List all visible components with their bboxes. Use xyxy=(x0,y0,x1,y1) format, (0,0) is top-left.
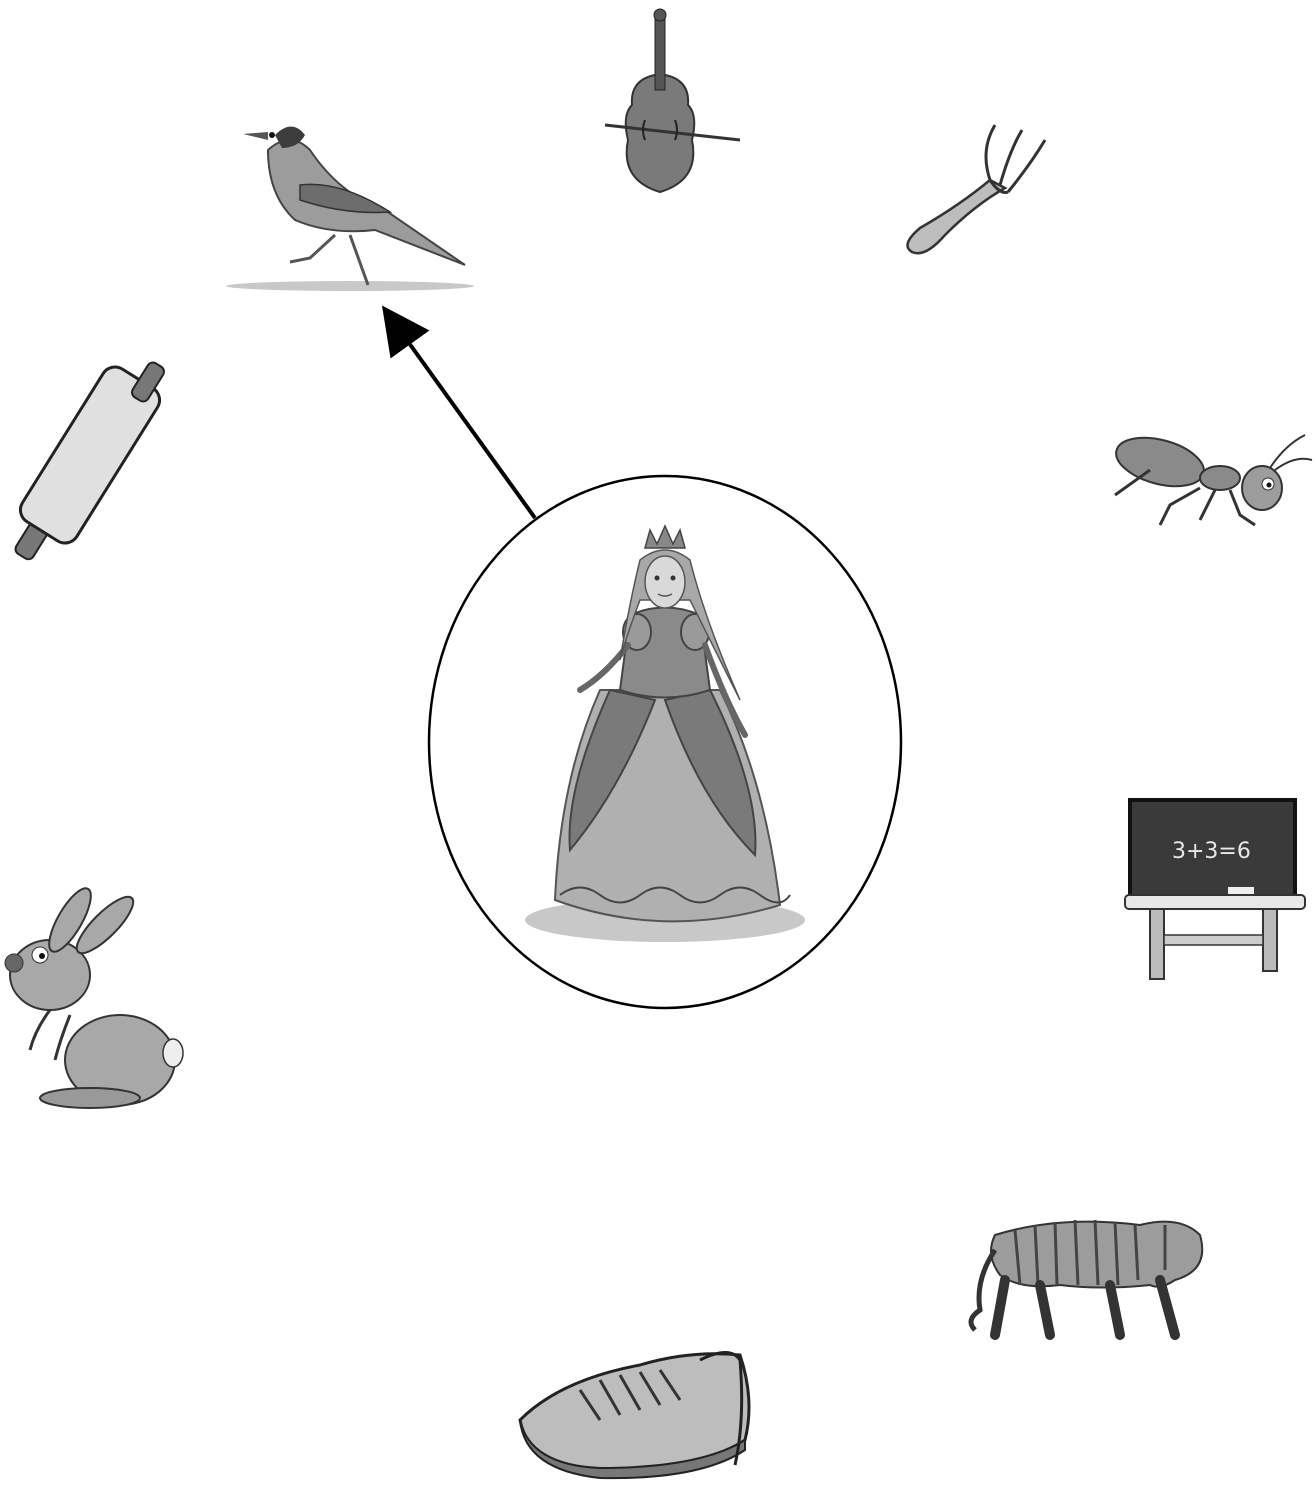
rabbit-icon[interactable] xyxy=(5,883,183,1108)
rolling-pin-icon[interactable] xyxy=(13,360,166,561)
fork-icon[interactable] xyxy=(908,125,1046,253)
blackboard-text: 3+3=6 xyxy=(1172,839,1251,864)
sneaker-icon[interactable] xyxy=(520,1353,749,1479)
violin-icon[interactable] xyxy=(605,9,740,192)
blackboard-icon[interactable]: 3+3=6 xyxy=(1125,800,1305,979)
tiger-icon[interactable] xyxy=(971,1220,1202,1335)
bird-icon[interactable] xyxy=(226,127,474,292)
ant-icon[interactable] xyxy=(1111,429,1312,525)
match-arrow xyxy=(396,325,535,518)
